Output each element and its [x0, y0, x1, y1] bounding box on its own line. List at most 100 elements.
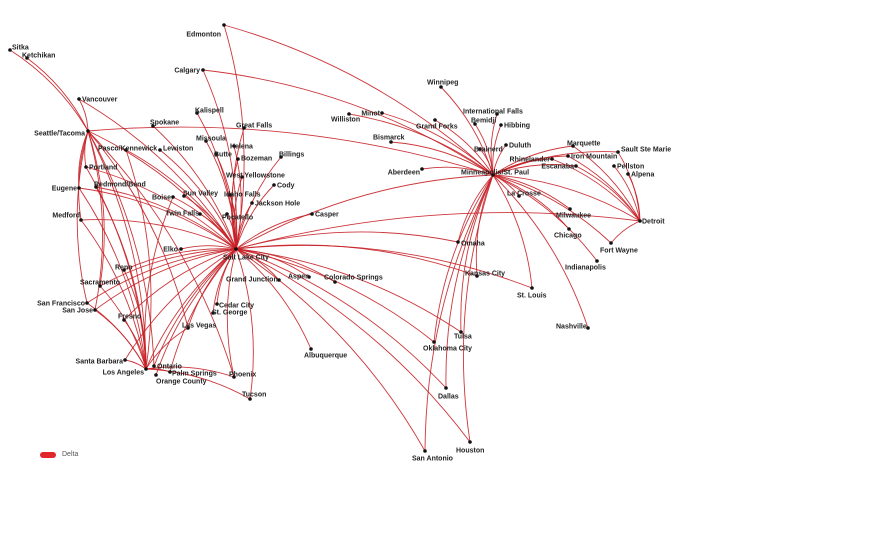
- city-marker-fresno[interactable]: [122, 318, 126, 322]
- city-marker-phoenix[interactable]: [232, 375, 236, 379]
- city-marker-minneapolis-st-paul[interactable]: [491, 173, 495, 177]
- city-marker-tulsa[interactable]: [459, 330, 463, 334]
- route-salt-lake-city-san-jose: [94, 248, 237, 311]
- city-marker-pellston[interactable]: [612, 164, 616, 168]
- city-marker-portland[interactable]: [84, 165, 88, 169]
- city-label-salt-lake-city: Salt Lake City: [223, 255, 269, 262]
- city-marker-international-falls[interactable]: [495, 112, 499, 116]
- city-marker-pasco-kennewick[interactable]: [124, 148, 128, 152]
- city-marker-alpena[interactable]: [626, 172, 630, 176]
- city-marker-cedar-city[interactable]: [215, 302, 219, 306]
- city-marker-nashville[interactable]: [586, 326, 590, 330]
- city-marker-rhinelander[interactable]: [550, 157, 554, 161]
- city-marker-albuquerque[interactable]: [309, 347, 313, 351]
- city-marker-casper[interactable]: [310, 212, 314, 216]
- city-marker-idaho-falls[interactable]: [228, 193, 232, 197]
- city-marker-kansas-city[interactable]: [475, 274, 479, 278]
- city-marker-hibbing[interactable]: [499, 123, 503, 127]
- city-marker-twin-falls[interactable]: [198, 212, 202, 216]
- city-marker-winnipeg[interactable]: [439, 85, 443, 89]
- city-marker-milwaukee[interactable]: [568, 207, 572, 211]
- city-marker-pocatello[interactable]: [225, 212, 229, 216]
- route-minneapolis-st-paul-detroit: [492, 174, 641, 222]
- city-marker-tucson[interactable]: [248, 397, 252, 401]
- city-label-cody: Cody: [277, 183, 295, 190]
- city-marker-fort-wayne[interactable]: [609, 241, 613, 245]
- city-marker-seattle-tacoma[interactable]: [86, 129, 90, 133]
- route-minneapolis-st-paul-san-antonio: [424, 174, 494, 452]
- route-minneapolis-st-paul-escanaba: [492, 164, 577, 176]
- city-marker-san-jose[interactable]: [93, 308, 97, 312]
- city-marker-grand-forks[interactable]: [433, 118, 437, 122]
- city-marker-grand-junction[interactable]: [277, 278, 281, 282]
- city-marker-williston[interactable]: [347, 112, 351, 116]
- city-marker-ketchikan[interactable]: [25, 56, 29, 60]
- city-marker-st-george[interactable]: [211, 311, 215, 315]
- route-salt-lake-city-spokane: [152, 125, 237, 250]
- city-marker-kalispell[interactable]: [195, 111, 199, 115]
- city-marker-vancouver[interactable]: [77, 97, 81, 101]
- city-marker-cody[interactable]: [272, 183, 276, 187]
- city-marker-minot[interactable]: [380, 111, 384, 115]
- city-marker-detroit[interactable]: [638, 219, 642, 223]
- route-salt-lake-city-tucson: [235, 248, 254, 400]
- route-salt-lake-city-pocatello: [226, 213, 237, 250]
- city-marker-sacramento[interactable]: [98, 284, 102, 288]
- city-marker-sun-valley[interactable]: [182, 194, 186, 198]
- city-marker-dallas[interactable]: [444, 386, 448, 390]
- city-marker-bozeman[interactable]: [236, 157, 240, 161]
- city-marker-redmond-bend[interactable]: [94, 185, 98, 189]
- city-marker-missoula[interactable]: [204, 139, 208, 143]
- city-marker-colorado-springs[interactable]: [333, 280, 337, 284]
- city-marker-eugene[interactable]: [77, 186, 81, 190]
- city-marker-ontario[interactable]: [152, 364, 156, 368]
- city-label-billings: Billings: [279, 152, 304, 159]
- city-marker-la-crosse[interactable]: [517, 194, 521, 198]
- city-marker-billings[interactable]: [279, 155, 283, 159]
- route-salt-lake-city-elko: [180, 245, 237, 250]
- city-marker-omaha[interactable]: [456, 240, 460, 244]
- city-label-idaho-falls: Idaho Falls: [224, 192, 261, 199]
- city-label-pocatello: Pocatello: [222, 215, 253, 222]
- city-label-sun-valley: Sun Valley: [183, 191, 218, 198]
- city-marker-san-francisco[interactable]: [85, 301, 89, 305]
- city-marker-marquette[interactable]: [571, 144, 575, 148]
- city-marker-aspen[interactable]: [307, 275, 311, 279]
- city-marker-helena[interactable]: [232, 144, 236, 148]
- city-marker-jackson-hole[interactable]: [250, 201, 254, 205]
- city-marker-great-falls[interactable]: [242, 126, 246, 130]
- city-marker-aberdeen[interactable]: [420, 167, 424, 171]
- city-marker-edmonton[interactable]: [222, 23, 226, 27]
- city-marker-salt-lake-city[interactable]: [234, 247, 238, 251]
- city-marker-palm-springs[interactable]: [168, 370, 172, 374]
- city-marker-bemidji[interactable]: [473, 122, 477, 126]
- city-marker-elko[interactable]: [179, 247, 183, 251]
- city-label-williston: Williston: [331, 117, 360, 124]
- city-marker-spokane[interactable]: [151, 124, 155, 128]
- city-marker-bismarck[interactable]: [389, 140, 393, 144]
- route-detroit-pellston: [613, 165, 641, 222]
- city-marker-houston[interactable]: [468, 440, 472, 444]
- city-marker-duluth[interactable]: [504, 143, 508, 147]
- city-marker-st-louis[interactable]: [530, 286, 534, 290]
- city-marker-orange-county[interactable]: [154, 373, 158, 377]
- city-marker-brainerd[interactable]: [478, 147, 482, 151]
- city-marker-oklahoma-city[interactable]: [432, 340, 436, 344]
- city-marker-reno[interactable]: [122, 268, 126, 272]
- city-marker-las-vegas[interactable]: [186, 326, 190, 330]
- city-marker-boise[interactable]: [171, 195, 175, 199]
- city-marker-indianapolis[interactable]: [595, 259, 599, 263]
- city-marker-iron-mountain[interactable]: [566, 154, 570, 158]
- city-marker-calgary[interactable]: [201, 68, 205, 72]
- city-marker-santa-barbara[interactable]: [123, 358, 127, 362]
- city-marker-butte[interactable]: [214, 152, 218, 156]
- city-marker-medford[interactable]: [79, 218, 83, 222]
- city-marker-san-antonio[interactable]: [423, 449, 427, 453]
- city-marker-sitka[interactable]: [8, 48, 12, 52]
- city-marker-sault-ste-marie[interactable]: [616, 150, 620, 154]
- city-marker-chicago[interactable]: [567, 227, 571, 231]
- city-marker-escanaba[interactable]: [574, 164, 578, 168]
- city-marker-west-yellowstone[interactable]: [240, 175, 244, 179]
- city-marker-los-angeles[interactable]: [144, 367, 148, 371]
- city-marker-lewiston[interactable]: [158, 148, 162, 152]
